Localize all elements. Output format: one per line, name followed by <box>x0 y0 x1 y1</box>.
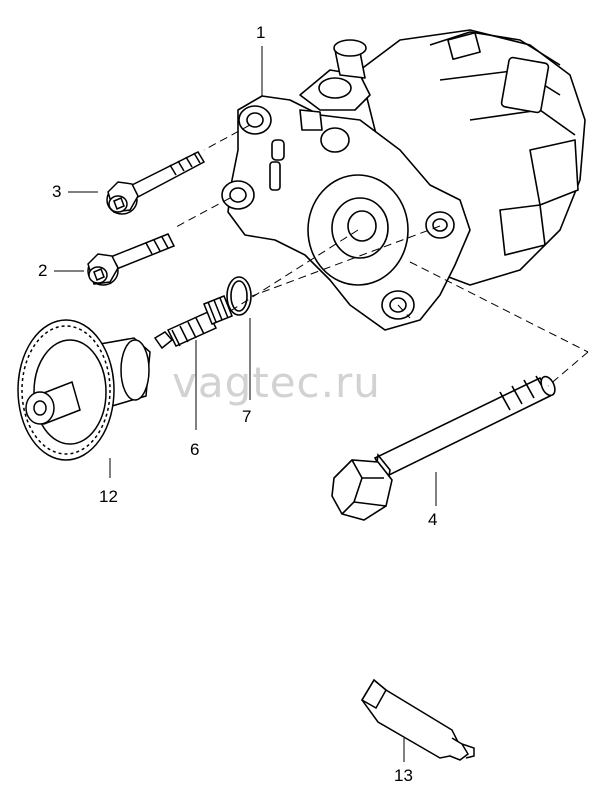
alignment-dashes <box>175 124 589 387</box>
gear-12 <box>17 319 151 461</box>
callout-13: 13 <box>394 766 413 785</box>
callout-4: 4 <box>428 510 438 529</box>
callout-1: 1 <box>256 23 266 42</box>
callout-6: 6 <box>190 440 200 459</box>
o-ring-7 <box>226 276 252 316</box>
leader-lines <box>54 46 437 762</box>
shaft-6 <box>153 295 233 350</box>
callout-3: 3 <box>52 182 62 201</box>
callout-2: 2 <box>38 261 48 280</box>
pump-assembly <box>221 29 586 331</box>
bolt-2 <box>87 233 176 286</box>
tube-13 <box>360 678 475 761</box>
bolt-3 <box>106 151 206 215</box>
watermark: vagtec.ru <box>172 358 381 407</box>
bolt-4 <box>331 375 556 521</box>
callout-7: 7 <box>242 407 252 426</box>
callout-12: 12 <box>99 487 118 506</box>
